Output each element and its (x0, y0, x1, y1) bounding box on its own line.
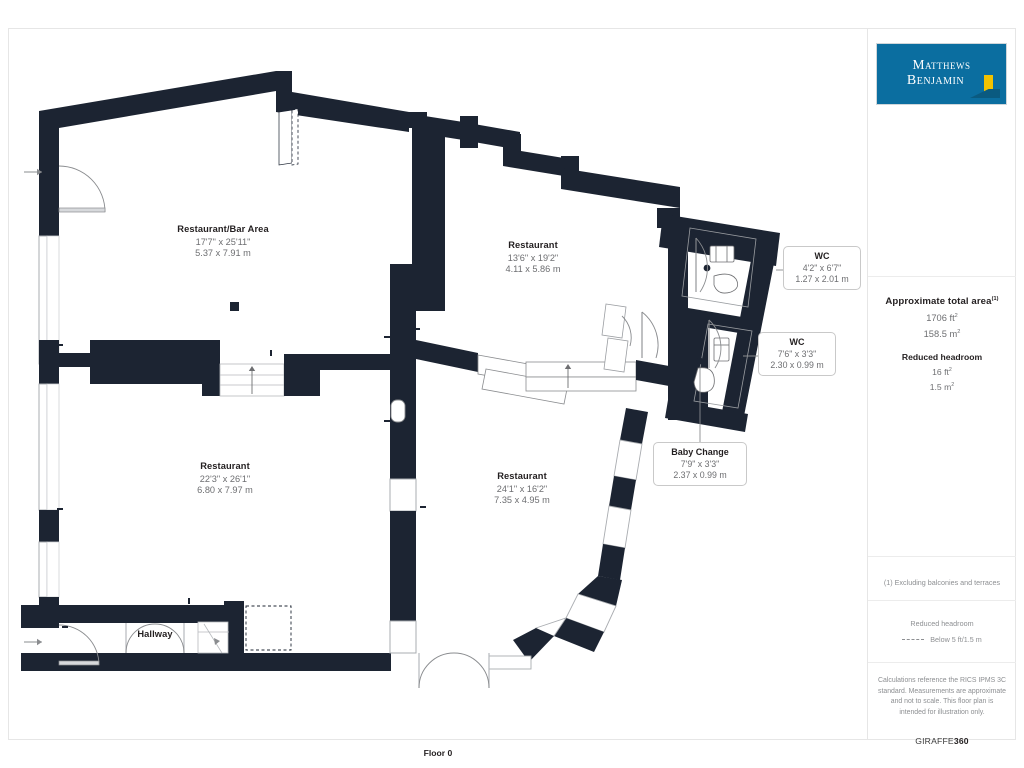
callout-wc-lower: WC 7'6" x 3'3" 2.30 x 0.99 m (758, 332, 836, 376)
callout-dimensions-metric: 2.37 x 0.99 m (673, 470, 727, 480)
divider (868, 276, 1016, 277)
floor-plan-canvas: Restaurant/Bar Area 17'7" x 25'11" 5.37 … (8, 28, 868, 758)
dashed-line-icon (902, 639, 925, 640)
divider (868, 556, 1016, 557)
floor-plan-drawing (21, 71, 787, 689)
callout-name: WC (789, 337, 805, 347)
wall-group (21, 71, 787, 689)
area-summary: Approximate total area(1) 1706 ft2 158.5… (868, 296, 1016, 392)
logo-line-2: Benjamin (906, 73, 965, 88)
legend-row: Below 5 ft/1.5 m (868, 635, 1016, 644)
legend-value: Below 5 ft/1.5 m (930, 635, 982, 644)
logo-line-1: Matthews (912, 57, 971, 72)
legend-reduced-headroom: Reduced headroom Below 5 ft/1.5 m (868, 619, 1016, 644)
divider (868, 662, 1016, 663)
legend-title: Reduced headroom (910, 619, 974, 628)
callout-dimensions-imperial: 7'6" x 3'3" (777, 349, 817, 359)
logo-accent-mark (984, 75, 993, 93)
logo-shadow-shape (970, 89, 1000, 98)
callout-name: WC (814, 251, 830, 261)
info-sidebar: Matthews Benjamin Approximate total area… (868, 28, 1016, 746)
giraffe360-brand: GIRAFFE360 (915, 736, 969, 746)
disclaimer-text: Calculations reference the RICS IPMS 3C … (878, 677, 1006, 717)
callout-dimensions-imperial: 7'9" x 3'3" (680, 459, 720, 469)
callout-dimensions-metric: 2.30 x 0.99 m (770, 360, 824, 370)
callout-wc-upper: WC 4'2" x 6'7" 1.27 x 2.01 m (783, 246, 861, 290)
floor-label: Floor 0 (423, 748, 453, 758)
callout-dimensions-metric: 1.27 x 2.01 m (795, 274, 849, 284)
company-logo: Matthews Benjamin (876, 43, 1007, 105)
area-title-marker: (1) (991, 296, 999, 302)
area-title: Approximate total area(1) (885, 296, 999, 308)
reduced-headroom-sqm: 1.5 m2 (929, 382, 955, 393)
total-area-sqm: 158.5 m2 (923, 329, 961, 340)
reduced-headroom-sqft: 16 ft2 (932, 367, 952, 378)
divider (868, 600, 1016, 601)
callout-dimensions-imperial: 4'2" x 6'7" (802, 263, 842, 273)
callout-name: Baby Change (671, 447, 729, 457)
reduced-headroom-title: Reduced headroom (901, 352, 983, 363)
callout-baby-change: Baby Change 7'9" x 3'3" 2.37 x 0.99 m (653, 442, 747, 486)
total-area-sqft: 1706 ft2 (926, 313, 958, 324)
excluding-note: (1) Excluding balconies and terraces (883, 578, 1001, 587)
